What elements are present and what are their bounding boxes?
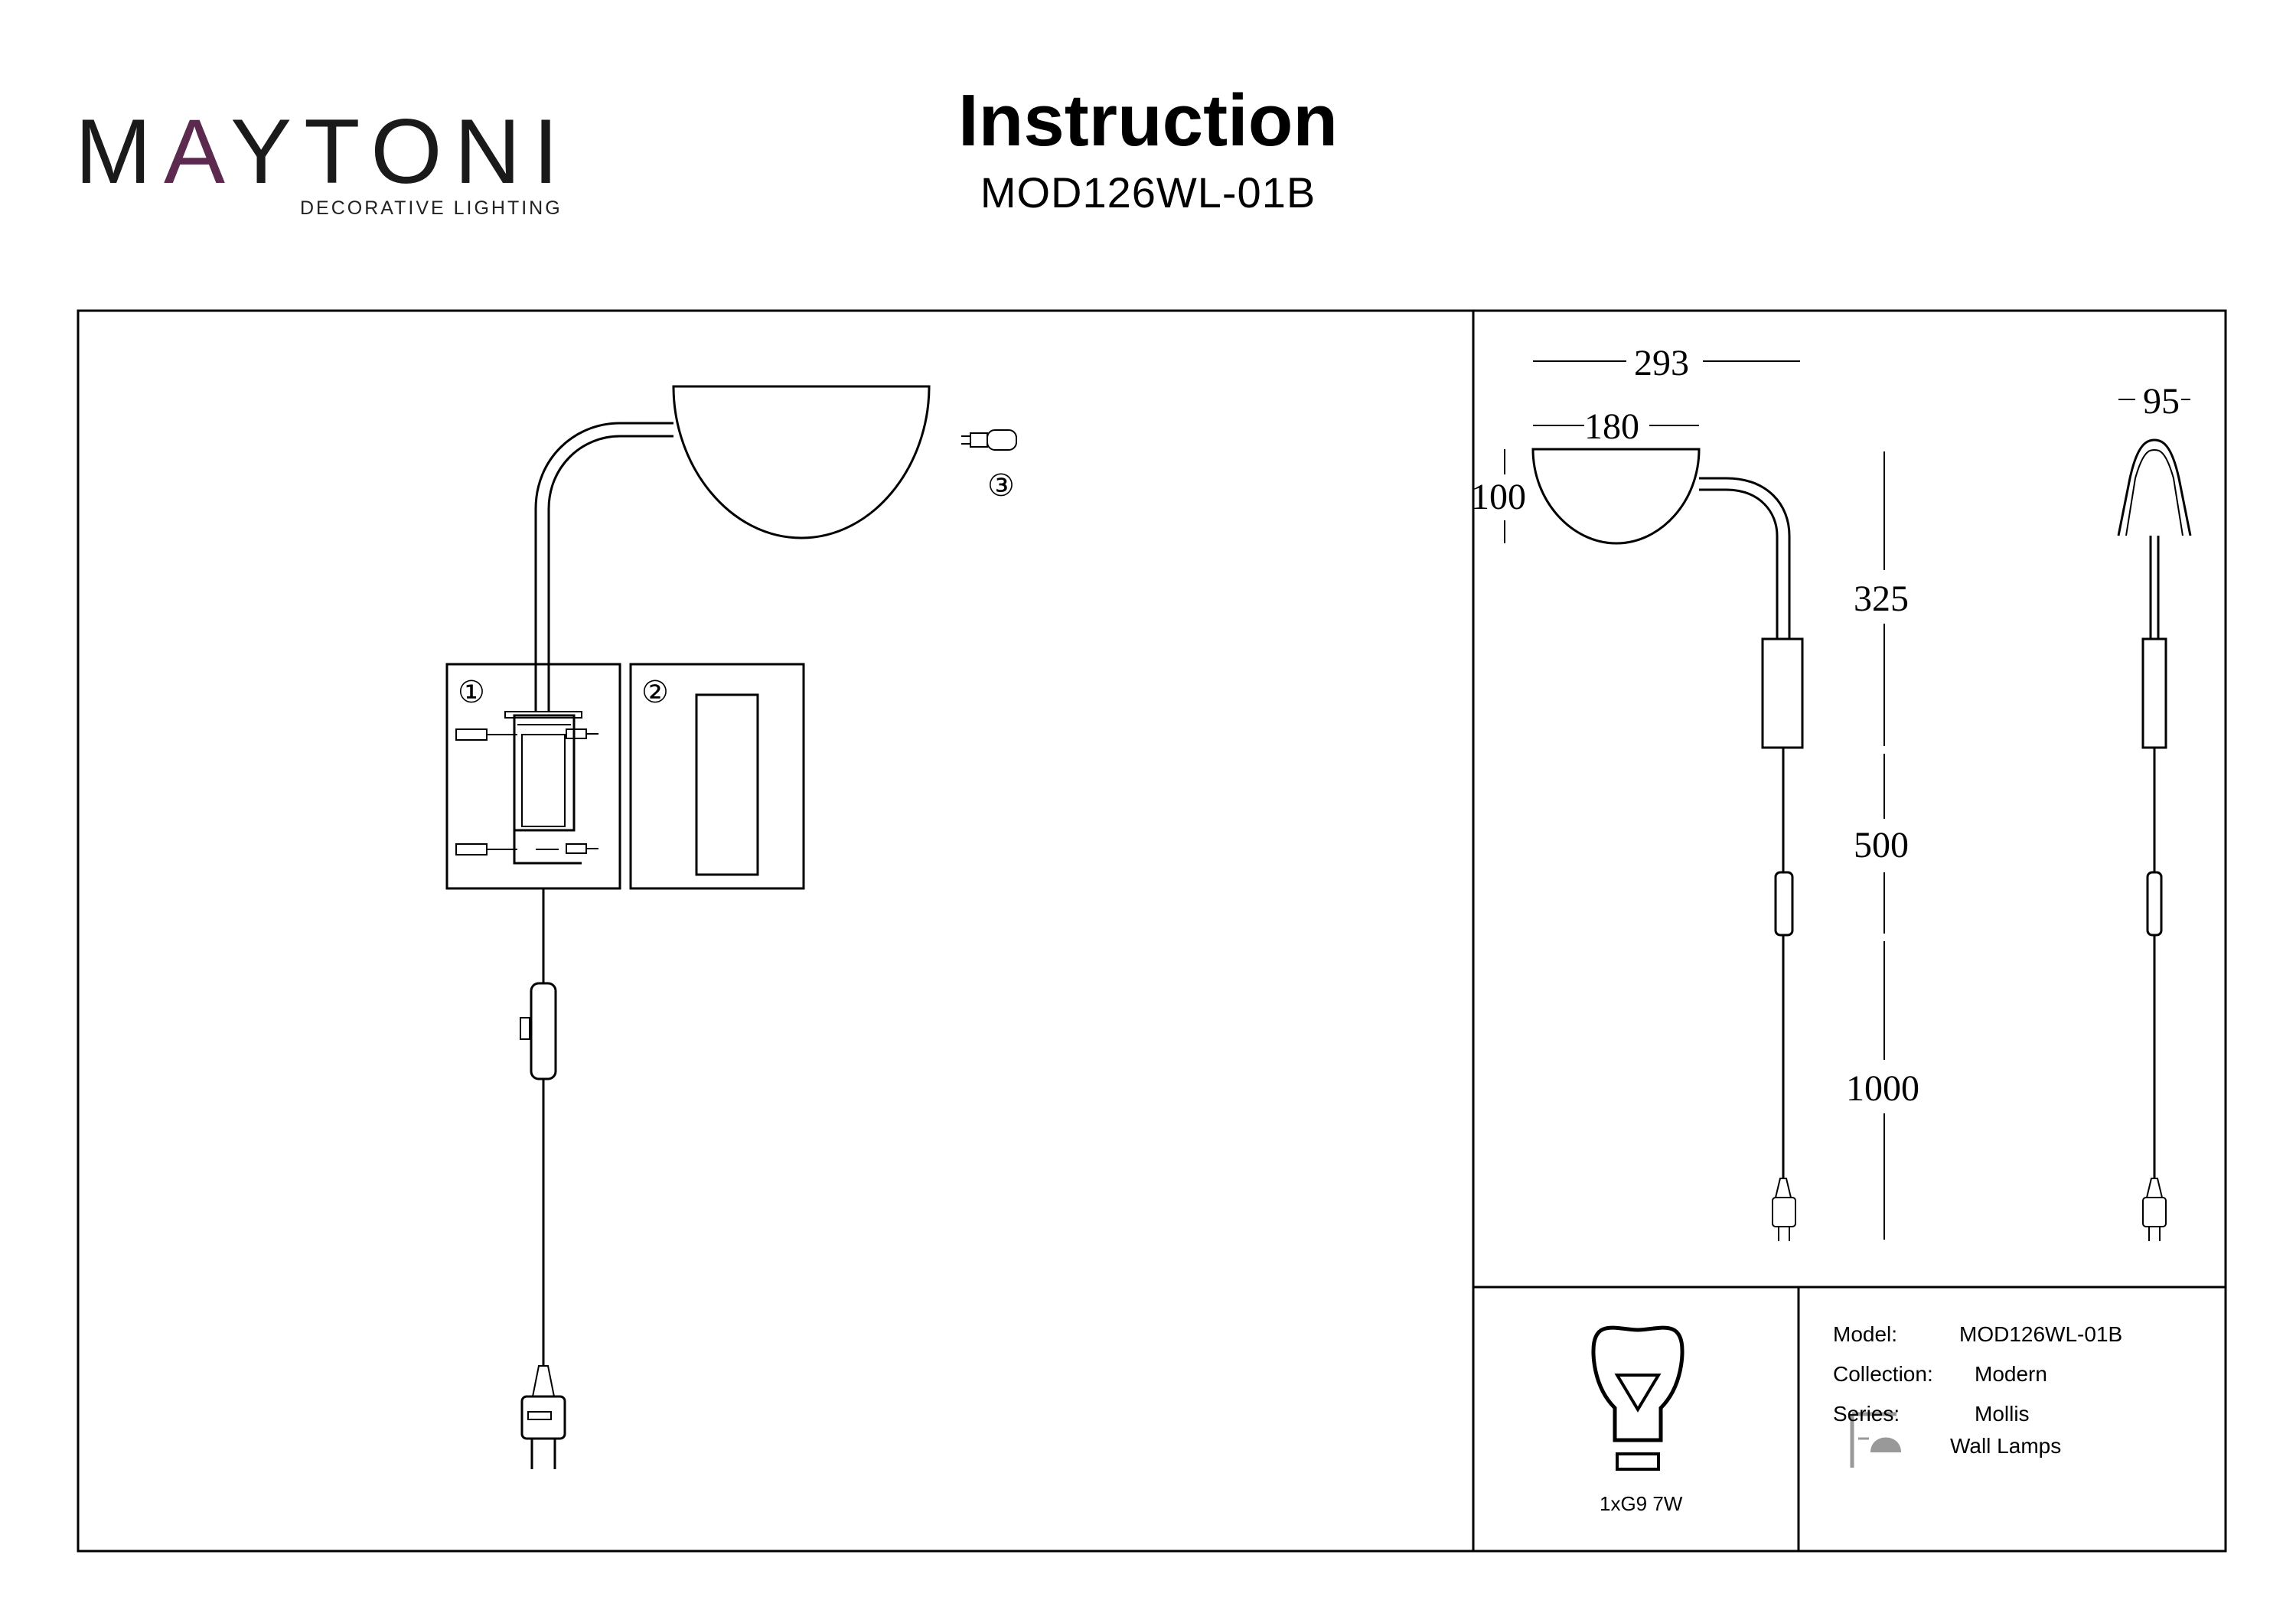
side-view-arm-inner	[1699, 488, 1779, 639]
plug-body	[520, 1395, 566, 1440]
dim-depth: 95	[2143, 381, 2180, 422]
wall-lamp-icon	[1850, 1412, 1901, 1468]
spec-model-label: Model:	[1833, 1322, 1898, 1346]
callout-1: ①	[458, 675, 485, 709]
brand-name: MAYTONI	[75, 100, 571, 203]
step-2-box	[629, 663, 805, 890]
front-view-body	[2141, 637, 2167, 749]
spec-model-value: MOD126WL-01B	[1959, 1322, 2123, 1346]
arm-outer	[534, 422, 673, 712]
g9-bulb-part	[961, 429, 1017, 451]
wall-anchors	[455, 728, 598, 855]
spec-series-label: Series:	[1833, 1402, 1900, 1426]
side-view-shade	[1531, 448, 1701, 545]
arm-inner	[547, 435, 673, 712]
side-view-drawing	[1531, 448, 1804, 1241]
outer-frame	[77, 309, 2227, 1553]
front-view-plug	[2142, 1197, 2167, 1227]
dim-body-to-switch: 500	[1854, 825, 1909, 865]
front-view-shade	[2117, 438, 2192, 536]
spec-collection-label: Collection:	[1833, 1362, 1933, 1386]
inline-switch	[530, 982, 557, 1080]
step-2-plate	[695, 693, 759, 876]
side-view-arm-outer	[1699, 477, 1791, 639]
side-view-plug	[1772, 1197, 1796, 1227]
brand-logo: MAYTONI	[75, 106, 571, 197]
callout-3: ③	[987, 468, 1015, 503]
front-view-switch	[2146, 871, 2163, 937]
shade-assembly	[672, 385, 931, 539]
front-view-drawing	[2117, 438, 2192, 1241]
mounting-plate	[521, 734, 566, 827]
brand-tagline: DECORATIVE LIGHTING	[300, 197, 563, 219]
dimension-lines	[1504, 360, 2190, 1240]
page-title: Instruction	[958, 80, 1338, 161]
bulb-spec: 1xG9 7W	[1600, 1492, 1683, 1515]
dim-shade-height: 100	[1471, 477, 1526, 517]
plug-strain-relief	[531, 1365, 556, 1397]
dim-total-width: 293	[1634, 343, 1689, 383]
dim-cable-length: 1000	[1846, 1068, 1919, 1109]
assembly-drawing	[445, 385, 1017, 1469]
step-1-box	[445, 663, 621, 890]
dim-shade-width: 180	[1584, 406, 1639, 447]
spec-type-value: Wall Lamps	[1950, 1434, 2062, 1458]
dim-arm-length: 325	[1854, 578, 1909, 619]
callout-2: ②	[641, 675, 669, 709]
side-view-body	[1761, 637, 1804, 749]
side-view-switch	[1774, 871, 1794, 937]
light-bulb-icon	[1591, 1325, 1684, 1471]
spec-collection-value: Modern	[1975, 1362, 2047, 1386]
page-subtitle-model: MOD126WL-01B	[980, 168, 1316, 217]
spec-series-value: Mollis	[1975, 1402, 2030, 1426]
